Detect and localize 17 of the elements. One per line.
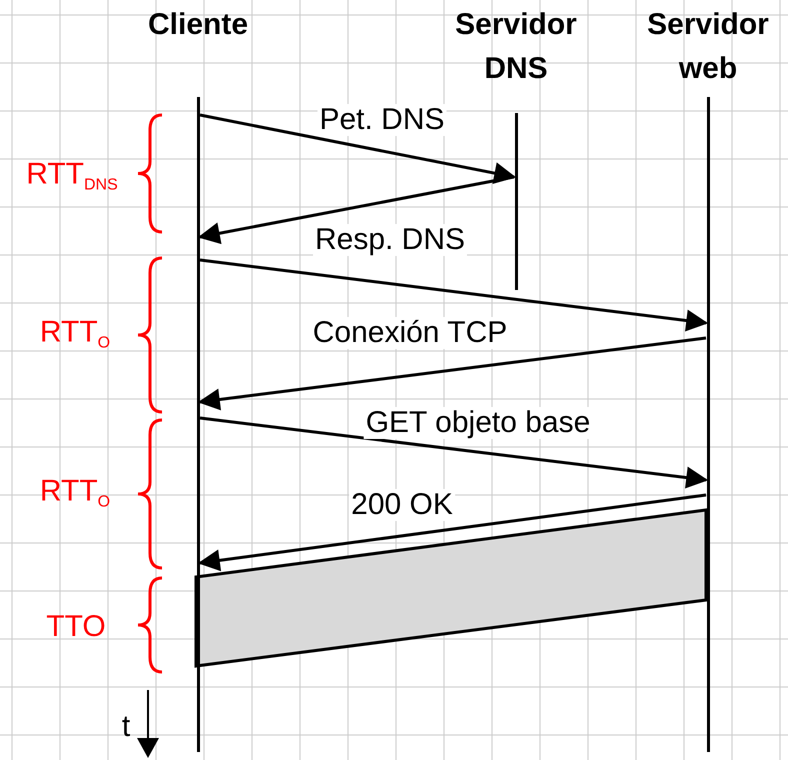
message-arrow: [200, 258, 708, 332]
participant-name: Cliente: [146, 7, 250, 43]
edge-label: Pet. DNS: [317, 104, 447, 136]
interval-label: TTO: [46, 610, 106, 644]
interval-label: RTT$_{O}$: [40, 474, 110, 512]
interval-label: RTT$_{O}$: [40, 316, 110, 354]
message-arrow: [198, 336, 706, 410]
message-arrow: [200, 416, 708, 488]
time-axis-label: t: [122, 710, 130, 744]
message-arrow: [200, 114, 516, 184]
edge-label: Resp. DNS: [312, 224, 468, 256]
participant-name: Servidor web: [646, 7, 770, 87]
participant-name: Servidor DNS: [454, 7, 578, 87]
interval-label: RTT$_{DNS}$: [26, 158, 118, 196]
message-arrow: [198, 494, 706, 572]
edge-label: 200 OK: [349, 489, 455, 521]
message-arrow: [198, 176, 514, 244]
